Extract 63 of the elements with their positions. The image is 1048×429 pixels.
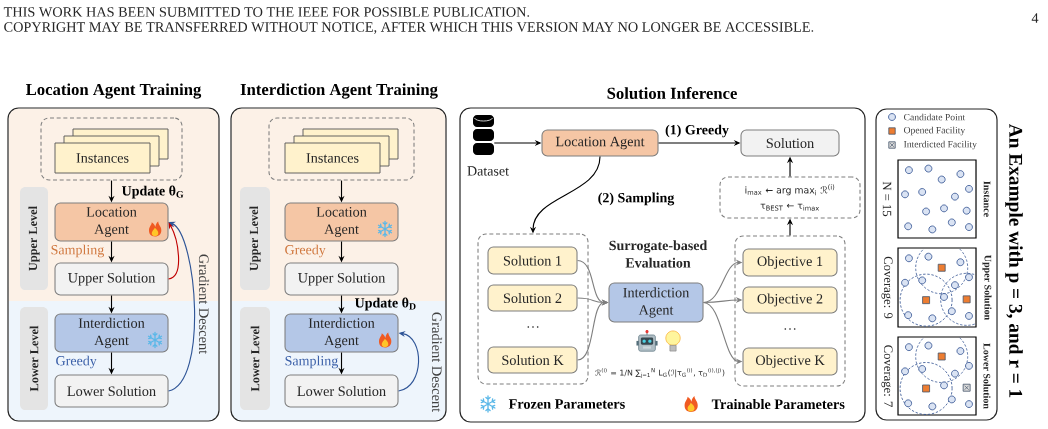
edge-label: Update θ$_{D}$ — [354, 297, 416, 311]
process-box: Lower Solution — [54, 374, 169, 408]
process-box: Location Agent — [541, 129, 659, 157]
curved-arrow — [167, 221, 196, 392]
panel-title: An Example with p = 3, and r = 1 — [1005, 123, 1023, 398]
level-tab: Upper Level — [240, 187, 270, 290]
process-box: Interdiction Agent — [54, 313, 169, 353]
dashed-frame — [40, 117, 183, 181]
level-tab: Upper Level — [20, 187, 48, 290]
process-box: Interdiction Agent — [284, 313, 399, 353]
legend-label: Candidate Point — [904, 113, 966, 121]
box-title: Instance — [983, 181, 991, 217]
legend-label: Frozen Parameters — [508, 399, 625, 409]
node-label: Coverage: 7 — [881, 345, 893, 407]
legend-label: Opened Facility — [904, 126, 966, 136]
edge-label: (1) Greedy — [665, 124, 729, 138]
level-tab: Lower Level — [20, 307, 48, 410]
process-box: Solution 2 — [487, 284, 578, 312]
dashed-frame — [477, 233, 589, 385]
panel-title: Location Agent Training — [26, 83, 202, 99]
edge-label: (2) Sampling — [598, 192, 675, 206]
panel-title: Interdiction Agent Training — [240, 83, 438, 99]
node-label: Dataset — [467, 166, 509, 176]
process-box: Objective K — [742, 347, 838, 376]
process-box: Objective 1 — [742, 248, 838, 277]
stacked-box: Instances — [54, 128, 169, 174]
header-text: THIS WORK HAS BEEN SUBMITTED TO THE IEEE FOR POSSIBLE PUBLICATION. — [3, 7, 530, 17]
legend-label: Trainable Parameters — [711, 399, 845, 410]
curved-arrow — [397, 331, 420, 392]
ellipsis: … — [784, 328, 796, 330]
process-box: Upper Solution — [284, 262, 399, 296]
formula-box: i$_{max}$ ← arg max$_{i}$ ℛ$^{(i)}$ τ$_{BEST}$ ← τ$_{imax}$ — [719, 176, 861, 219]
edge-label: Greedy — [56, 355, 97, 369]
page-number: 4 — [1031, 13, 1039, 23]
process-box: Lower Solution — [284, 374, 399, 408]
edge-label: Gradient Descent — [431, 312, 443, 413]
curved-arrow — [167, 222, 180, 280]
panel-title: Solution Inference — [607, 87, 737, 99]
box-title: Lower Solution — [983, 343, 991, 409]
process-box: Interdiction Agent — [608, 282, 704, 323]
box-title: Upper Solution — [982, 255, 992, 320]
edge-label: Gradient Descent — [198, 254, 210, 355]
section-heading: Surrogate-based Evaluation — [609, 240, 708, 268]
process-box: Upper Solution — [54, 262, 169, 296]
process-box: Solution K — [487, 346, 578, 374]
edge-label: Sampling — [51, 244, 104, 258]
edge-label: Greedy — [285, 244, 326, 258]
node-label: N = 15 — [882, 181, 892, 217]
process-box: Solution — [740, 129, 840, 157]
ellipsis: … — [527, 326, 539, 328]
header-text: COPYRIGHT MAY BE TRANSFERRED WITHOUT NOTICE, AFTER WHICH THIS VERSION MAY NO LONGER BE ACCESSIBLE. — [4, 22, 814, 34]
process-box: Location Agent — [54, 202, 169, 242]
level-tab: Lower Level — [240, 307, 270, 410]
dashed-frame — [268, 117, 415, 181]
stacked-box: Instances — [284, 128, 399, 174]
legend-label: Interdicted Facility — [903, 140, 977, 150]
dashed-frame — [734, 235, 846, 387]
node-label: Coverage: 9 — [881, 256, 893, 319]
edge-label: Update θ$_{G}$ — [121, 185, 184, 199]
edge-label: Sampling — [285, 355, 338, 369]
process-box: Location Agent — [284, 202, 399, 242]
process-box: Solution 1 — [487, 246, 578, 275]
process-box: Objective 2 — [742, 286, 838, 314]
